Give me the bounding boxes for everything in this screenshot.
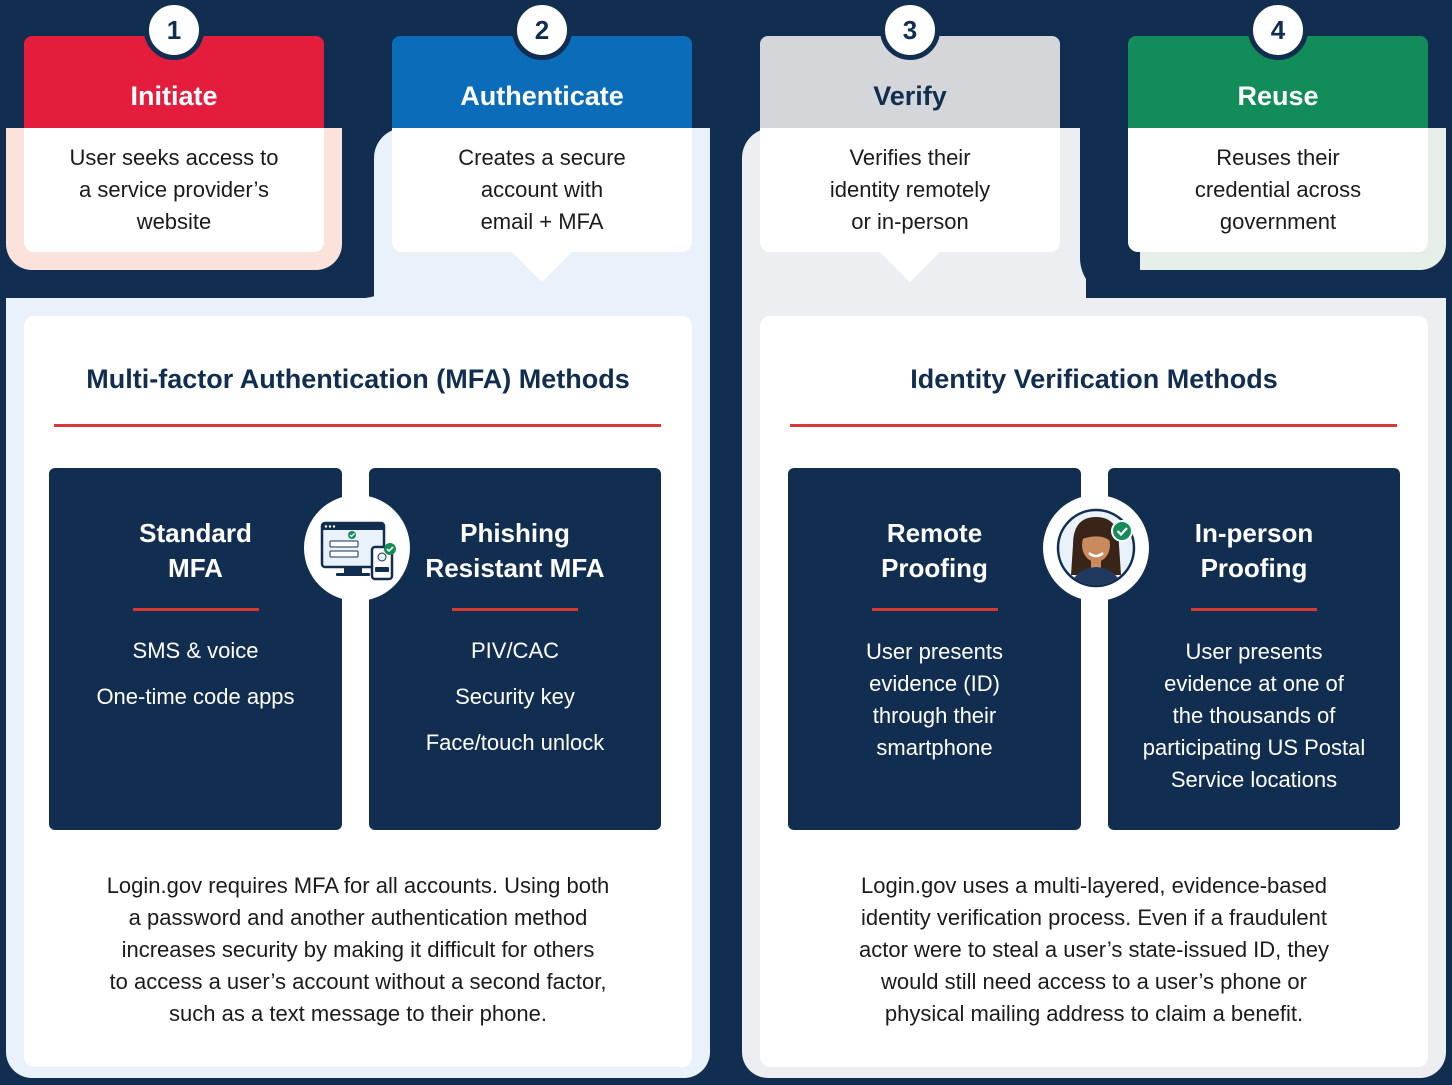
step-1-title: Initiate xyxy=(130,81,218,111)
phishing-mfa-divider xyxy=(452,608,578,611)
step-4-text: Reuses their credential across governmen… xyxy=(1194,145,1362,234)
step-1-header: Initiate xyxy=(24,36,324,128)
phishing-mfa-list: PIV/CAC Security key Face/touch unlock xyxy=(369,636,661,774)
step-2-card: Creates a secure account with email + MF… xyxy=(392,128,692,252)
idv-footer: Login.gov uses a multi-layered, evidence… xyxy=(859,873,1329,1026)
step-3-card: Verifies their identity remotely or in-p… xyxy=(760,128,1060,252)
inperson-proofing-title: In-person Proofing xyxy=(1194,518,1314,583)
remote-proofing-title: Remote Proofing xyxy=(881,518,988,583)
standard-mfa-divider xyxy=(132,608,259,611)
standard-mfa-title: Standard MFA xyxy=(139,518,252,583)
standard-mfa-box: Standard MFA SMS & voice One-time code a… xyxy=(49,468,342,830)
inperson-proofing-text: User presents evidence at one of the tho… xyxy=(1142,639,1366,792)
list-item: Security key xyxy=(455,684,575,709)
standard-mfa-list: SMS & voice One-time code apps xyxy=(49,636,342,728)
step-3-pointer xyxy=(880,252,940,282)
mfa-divider xyxy=(54,424,661,427)
step-3-header: Verify xyxy=(760,36,1060,128)
step-1-card: User seeks access to a service provider’… xyxy=(24,128,324,252)
step-1-text: User seeks access to a service provider’… xyxy=(69,145,279,234)
phishing-mfa-box: Phishing Resistant MFA PIV/CAC Security … xyxy=(369,468,661,830)
step-2-title: Authenticate xyxy=(460,81,624,111)
step-2-pointer xyxy=(512,252,572,282)
step-4-number: 4 xyxy=(1248,0,1308,60)
step-3-text: Verifies their identity remotely or in-p… xyxy=(829,145,991,234)
computer-phone-check-icon xyxy=(304,495,410,601)
step-4-card: Reuses their credential across governmen… xyxy=(1128,128,1428,252)
list-item: Face/touch unlock xyxy=(425,730,605,755)
step-3-number: 3 xyxy=(880,0,940,60)
idv-title: Identity Verification Methods xyxy=(910,364,1278,394)
list-item: One-time code apps xyxy=(96,684,295,709)
step-2-text: Creates a secure account with email + MF… xyxy=(458,145,626,234)
phishing-mfa-title: Phishing Resistant MFA xyxy=(425,518,605,583)
mfa-title: Multi-factor Authentication (MFA) Method… xyxy=(86,364,630,394)
step-4-title: Reuse xyxy=(1237,81,1319,111)
step-2-number: 2 xyxy=(512,0,572,60)
remote-proofing-text: User presents evidence (ID) through thei… xyxy=(866,639,1003,760)
inperson-proofing-box: In-person Proofing User presents evidenc… xyxy=(1108,468,1400,830)
list-item: PIV/CAC xyxy=(470,638,560,663)
list-item: SMS & voice xyxy=(132,638,259,663)
remote-proofing-box: Remote Proofing User presents evidence (… xyxy=(788,468,1081,830)
step-1-number: 1 xyxy=(144,0,204,60)
verified-person-avatar-icon xyxy=(1043,495,1149,601)
mfa-footer: Login.gov requires MFA for all accounts.… xyxy=(106,873,610,1026)
idv-divider xyxy=(790,424,1397,427)
inperson-proofing-divider xyxy=(1191,608,1317,611)
step-3-title: Verify xyxy=(873,81,947,111)
remote-proofing-divider xyxy=(871,608,998,611)
